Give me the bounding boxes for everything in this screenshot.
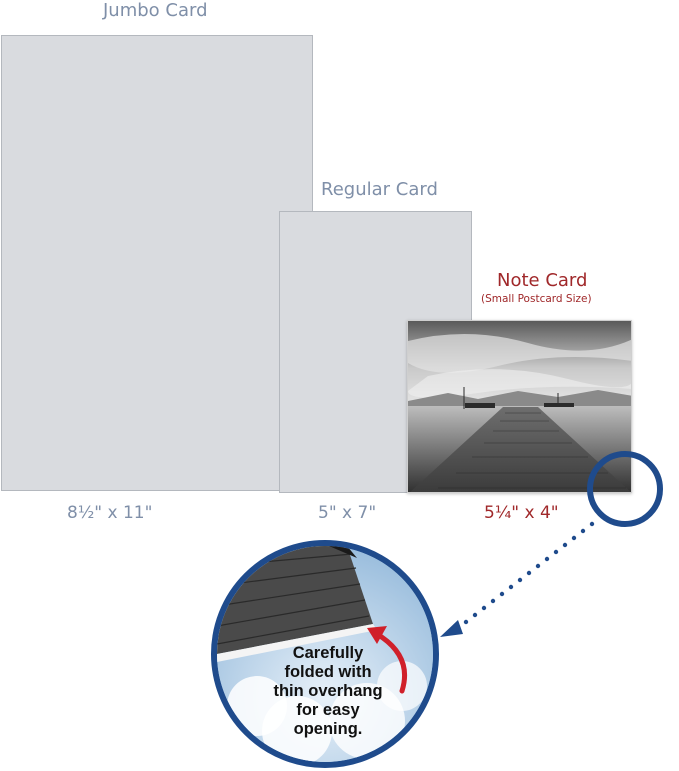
callout-line: Carefully <box>292 644 364 662</box>
magnified-corner-image <box>217 546 433 762</box>
jumbo-card-title: Jumbo Card <box>103 0 208 21</box>
callout-line: folded with <box>284 663 372 681</box>
regular-card-title: Regular Card <box>321 179 438 200</box>
callout-line: thin overhang <box>273 682 383 700</box>
jumbo-card-size: 8½" x 11" <box>67 503 153 523</box>
callout-line: for easy <box>296 701 360 719</box>
magnified-detail-circle <box>211 540 439 768</box>
note-card-title: Note Card <box>497 270 588 291</box>
note-card-size: 5¼" x 4" <box>484 503 559 523</box>
note-card-subtitle: (Small Postcard Size) <box>481 293 592 305</box>
jumbo-card-outline <box>1 35 313 491</box>
magnifier-ring-small <box>587 451 663 527</box>
callout-line: opening. <box>293 720 363 738</box>
overhang-callout-text: Carefully folded with thin overhang for … <box>243 644 413 739</box>
regular-card-size: 5" x 7" <box>318 503 377 523</box>
